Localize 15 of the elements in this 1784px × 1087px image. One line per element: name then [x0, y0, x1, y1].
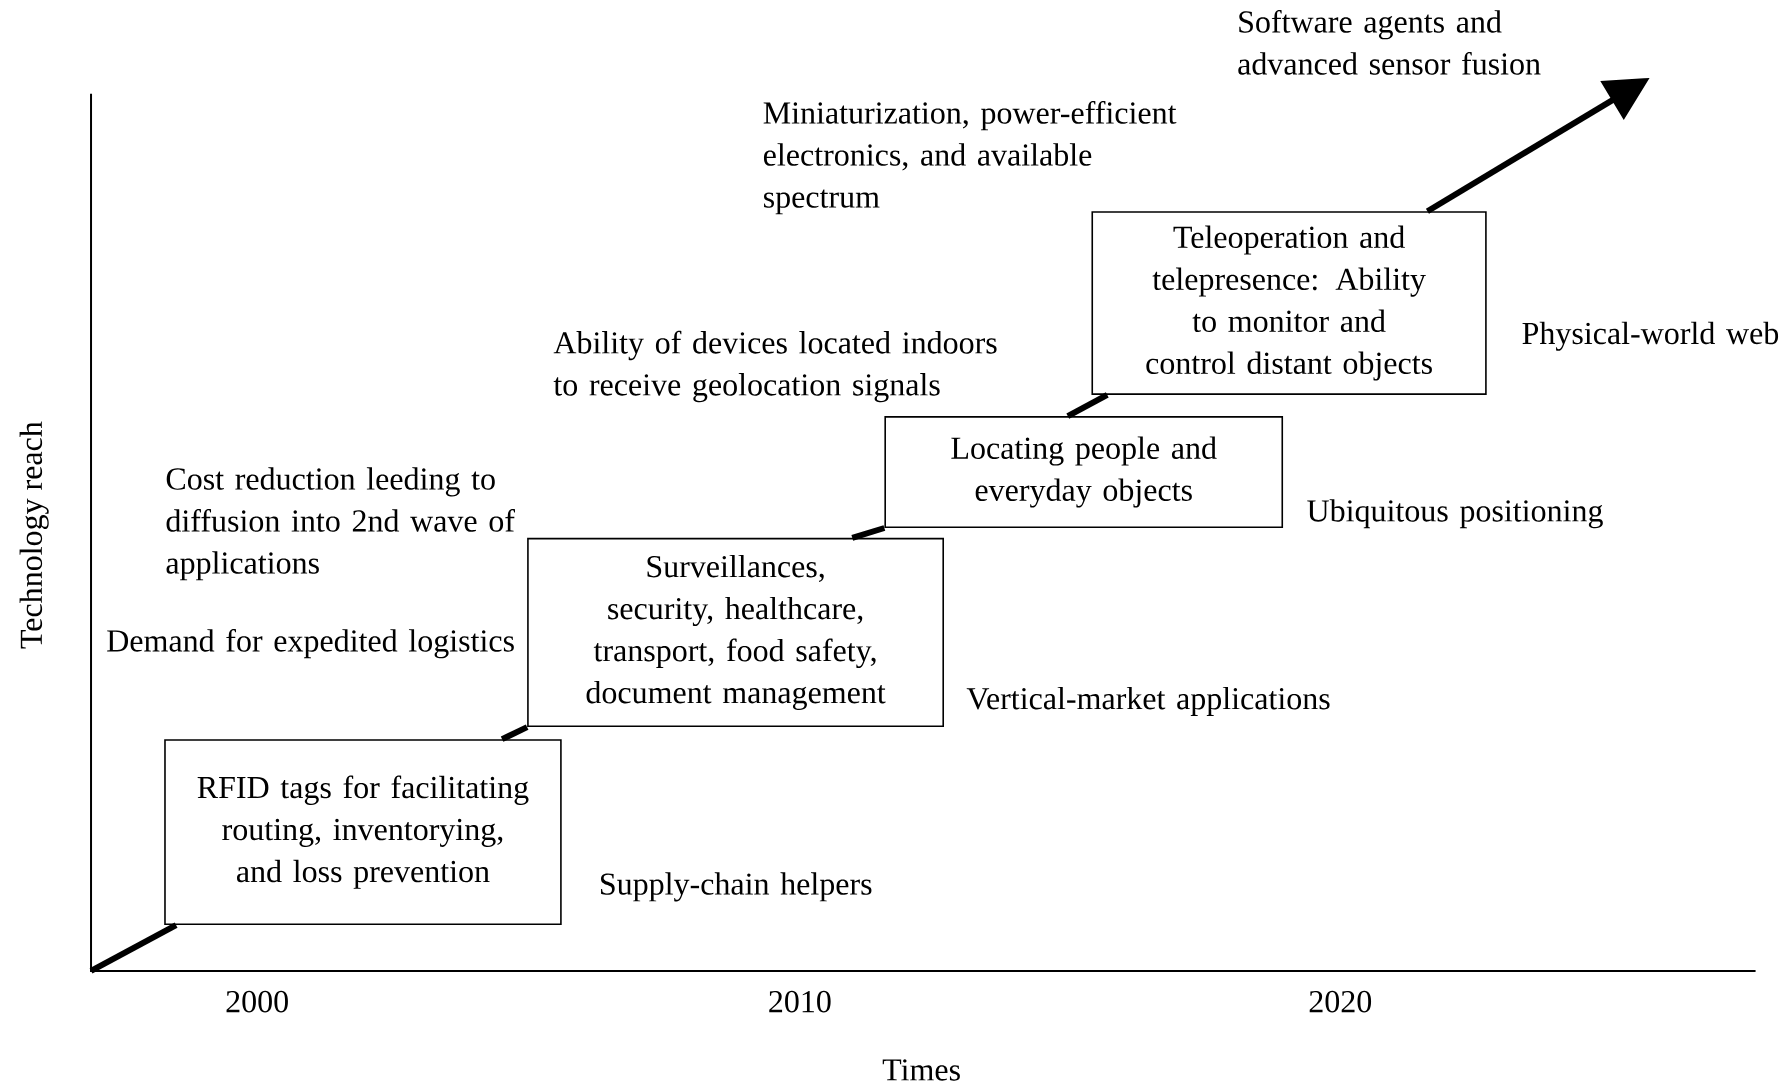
- annotation-text: Cost reduction leeding to diffusion into 2nd wave of applications: [166, 467, 515, 581]
- axis-label: 2010: [769, 990, 831, 1013]
- axis-label: Times: [882, 1059, 960, 1081]
- axis-label: 2000: [226, 990, 288, 1013]
- text-box: Teleoperation and telepresence: Ability to monitor and control distant objects: [1091, 211, 1487, 395]
- axis-label: Technology reach: [19, 421, 49, 649]
- annotation-text: Demand for expedited logistics: [107, 628, 514, 659]
- annotation-text: Ability of devices located indoors to receive geolocation signals: [553, 330, 997, 403]
- annotation-text: Supply-chain helpers: [601, 872, 872, 902]
- text-box: Locating people and everyday objects: [884, 416, 1284, 528]
- axis-label: 2020: [1309, 990, 1372, 1013]
- annotation-text: Physical-world web: [1522, 321, 1779, 351]
- text-box: RFID tags for facilitating routing, inventorying, and loss prevention: [164, 739, 562, 926]
- annotation-text: Software agents and advanced sensor fusion: [1238, 9, 1541, 75]
- text-box: Surveillances, security, healthcare, transport, food safety, document management: [527, 537, 944, 728]
